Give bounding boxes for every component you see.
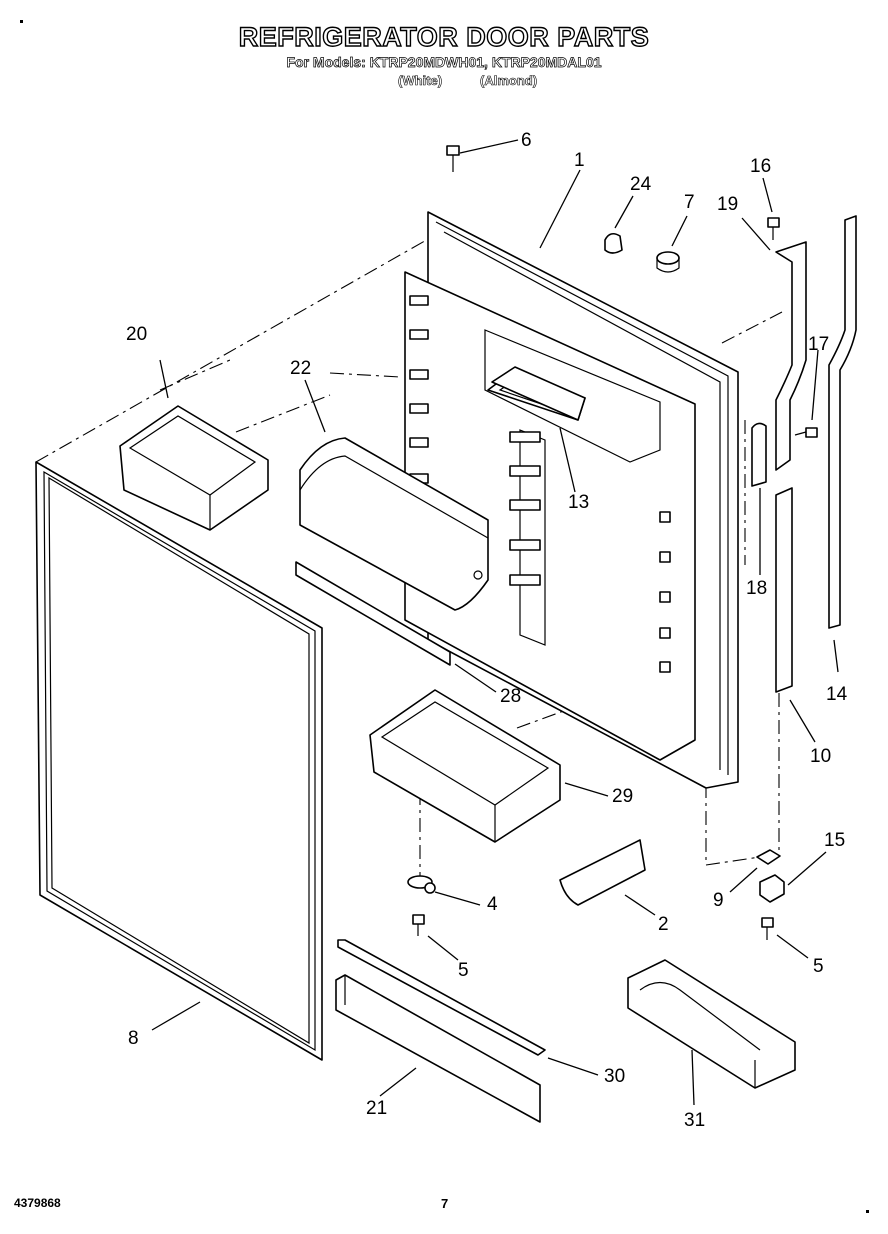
shelf-retainer — [491, 366, 586, 421]
models-subtitle: For Models: KTRP20MDWH01, KTRP20MDAL01 — [286, 54, 602, 71]
callout-2: 2 — [658, 914, 669, 935]
callout-18: 18 — [746, 578, 767, 599]
callout-28: 28 — [500, 686, 521, 707]
callout-15: 15 — [824, 830, 845, 851]
egg-tray-31 — [627, 959, 796, 1089]
dairy-door — [299, 437, 489, 611]
screw-5-right — [761, 917, 774, 940]
color-white-label: (White) — [398, 73, 443, 89]
handle-trim-18 — [751, 422, 767, 487]
plug-button-7 — [656, 251, 680, 273]
callout-22: 22 — [290, 358, 311, 379]
door-bin-lower — [369, 689, 561, 843]
handle-gasket — [828, 215, 857, 629]
callout-6: 6 — [521, 130, 532, 151]
callout-10: 10 — [810, 746, 831, 767]
callout-7: 7 — [684, 192, 695, 213]
screw-5-left — [412, 914, 425, 936]
callout-5-left: 5 — [458, 960, 469, 981]
callout-8: 8 — [128, 1028, 139, 1049]
callout-13: 13 — [568, 492, 589, 513]
hinge-shim-9 — [756, 849, 781, 865]
callout-29: 29 — [612, 786, 633, 807]
callout-21: 21 — [366, 1098, 387, 1119]
dairy-door-hinge-bar — [295, 561, 451, 666]
callout-9: 9 — [713, 890, 724, 911]
callout-24: 24 — [630, 174, 652, 195]
screw-17 — [794, 427, 818, 438]
plug-button-24 — [604, 232, 623, 254]
door-handle — [775, 241, 807, 471]
color-almond-label: (Almond) — [480, 73, 538, 89]
callout-numbers: 6 1 24 7 16 19 17 20 22 13 18 14 10 28 2… — [126, 130, 848, 1131]
page-number: 7 — [441, 1196, 449, 1211]
callout-5-right: 5 — [813, 956, 824, 977]
shelf-end-cap-2 — [559, 839, 646, 906]
callout-16: 16 — [750, 156, 771, 177]
callout-14: 14 — [826, 684, 848, 705]
handle-trim-10 — [775, 487, 793, 693]
hinge-pin-4 — [407, 875, 436, 894]
callout-17: 17 — [808, 334, 829, 355]
liner-shelf-tabs — [409, 295, 671, 673]
door-trim-21 — [335, 974, 541, 1123]
door-gasket — [35, 461, 323, 1061]
corner-mark-bottom — [866, 1210, 869, 1213]
door-bin-upper-left — [119, 405, 269, 531]
callout-30: 30 — [604, 1066, 625, 1087]
callout-1: 1 — [574, 150, 585, 171]
corner-mark — [20, 20, 23, 23]
screw-top-16 — [767, 217, 780, 240]
callout-31: 31 — [684, 1110, 705, 1131]
document-number: 4379868 — [14, 1196, 61, 1210]
callout-4: 4 — [487, 894, 498, 915]
door-liner — [404, 211, 739, 789]
hinge-bracket-15 — [759, 874, 785, 903]
callout-19: 19 — [717, 194, 738, 215]
door-bar-30 — [337, 939, 546, 1056]
leader-lines — [151, 139, 839, 1106]
screw-top-6 — [446, 145, 460, 172]
callout-20: 20 — [126, 324, 147, 345]
page-title: REFRIGERATOR DOOR PARTS — [238, 21, 650, 52]
